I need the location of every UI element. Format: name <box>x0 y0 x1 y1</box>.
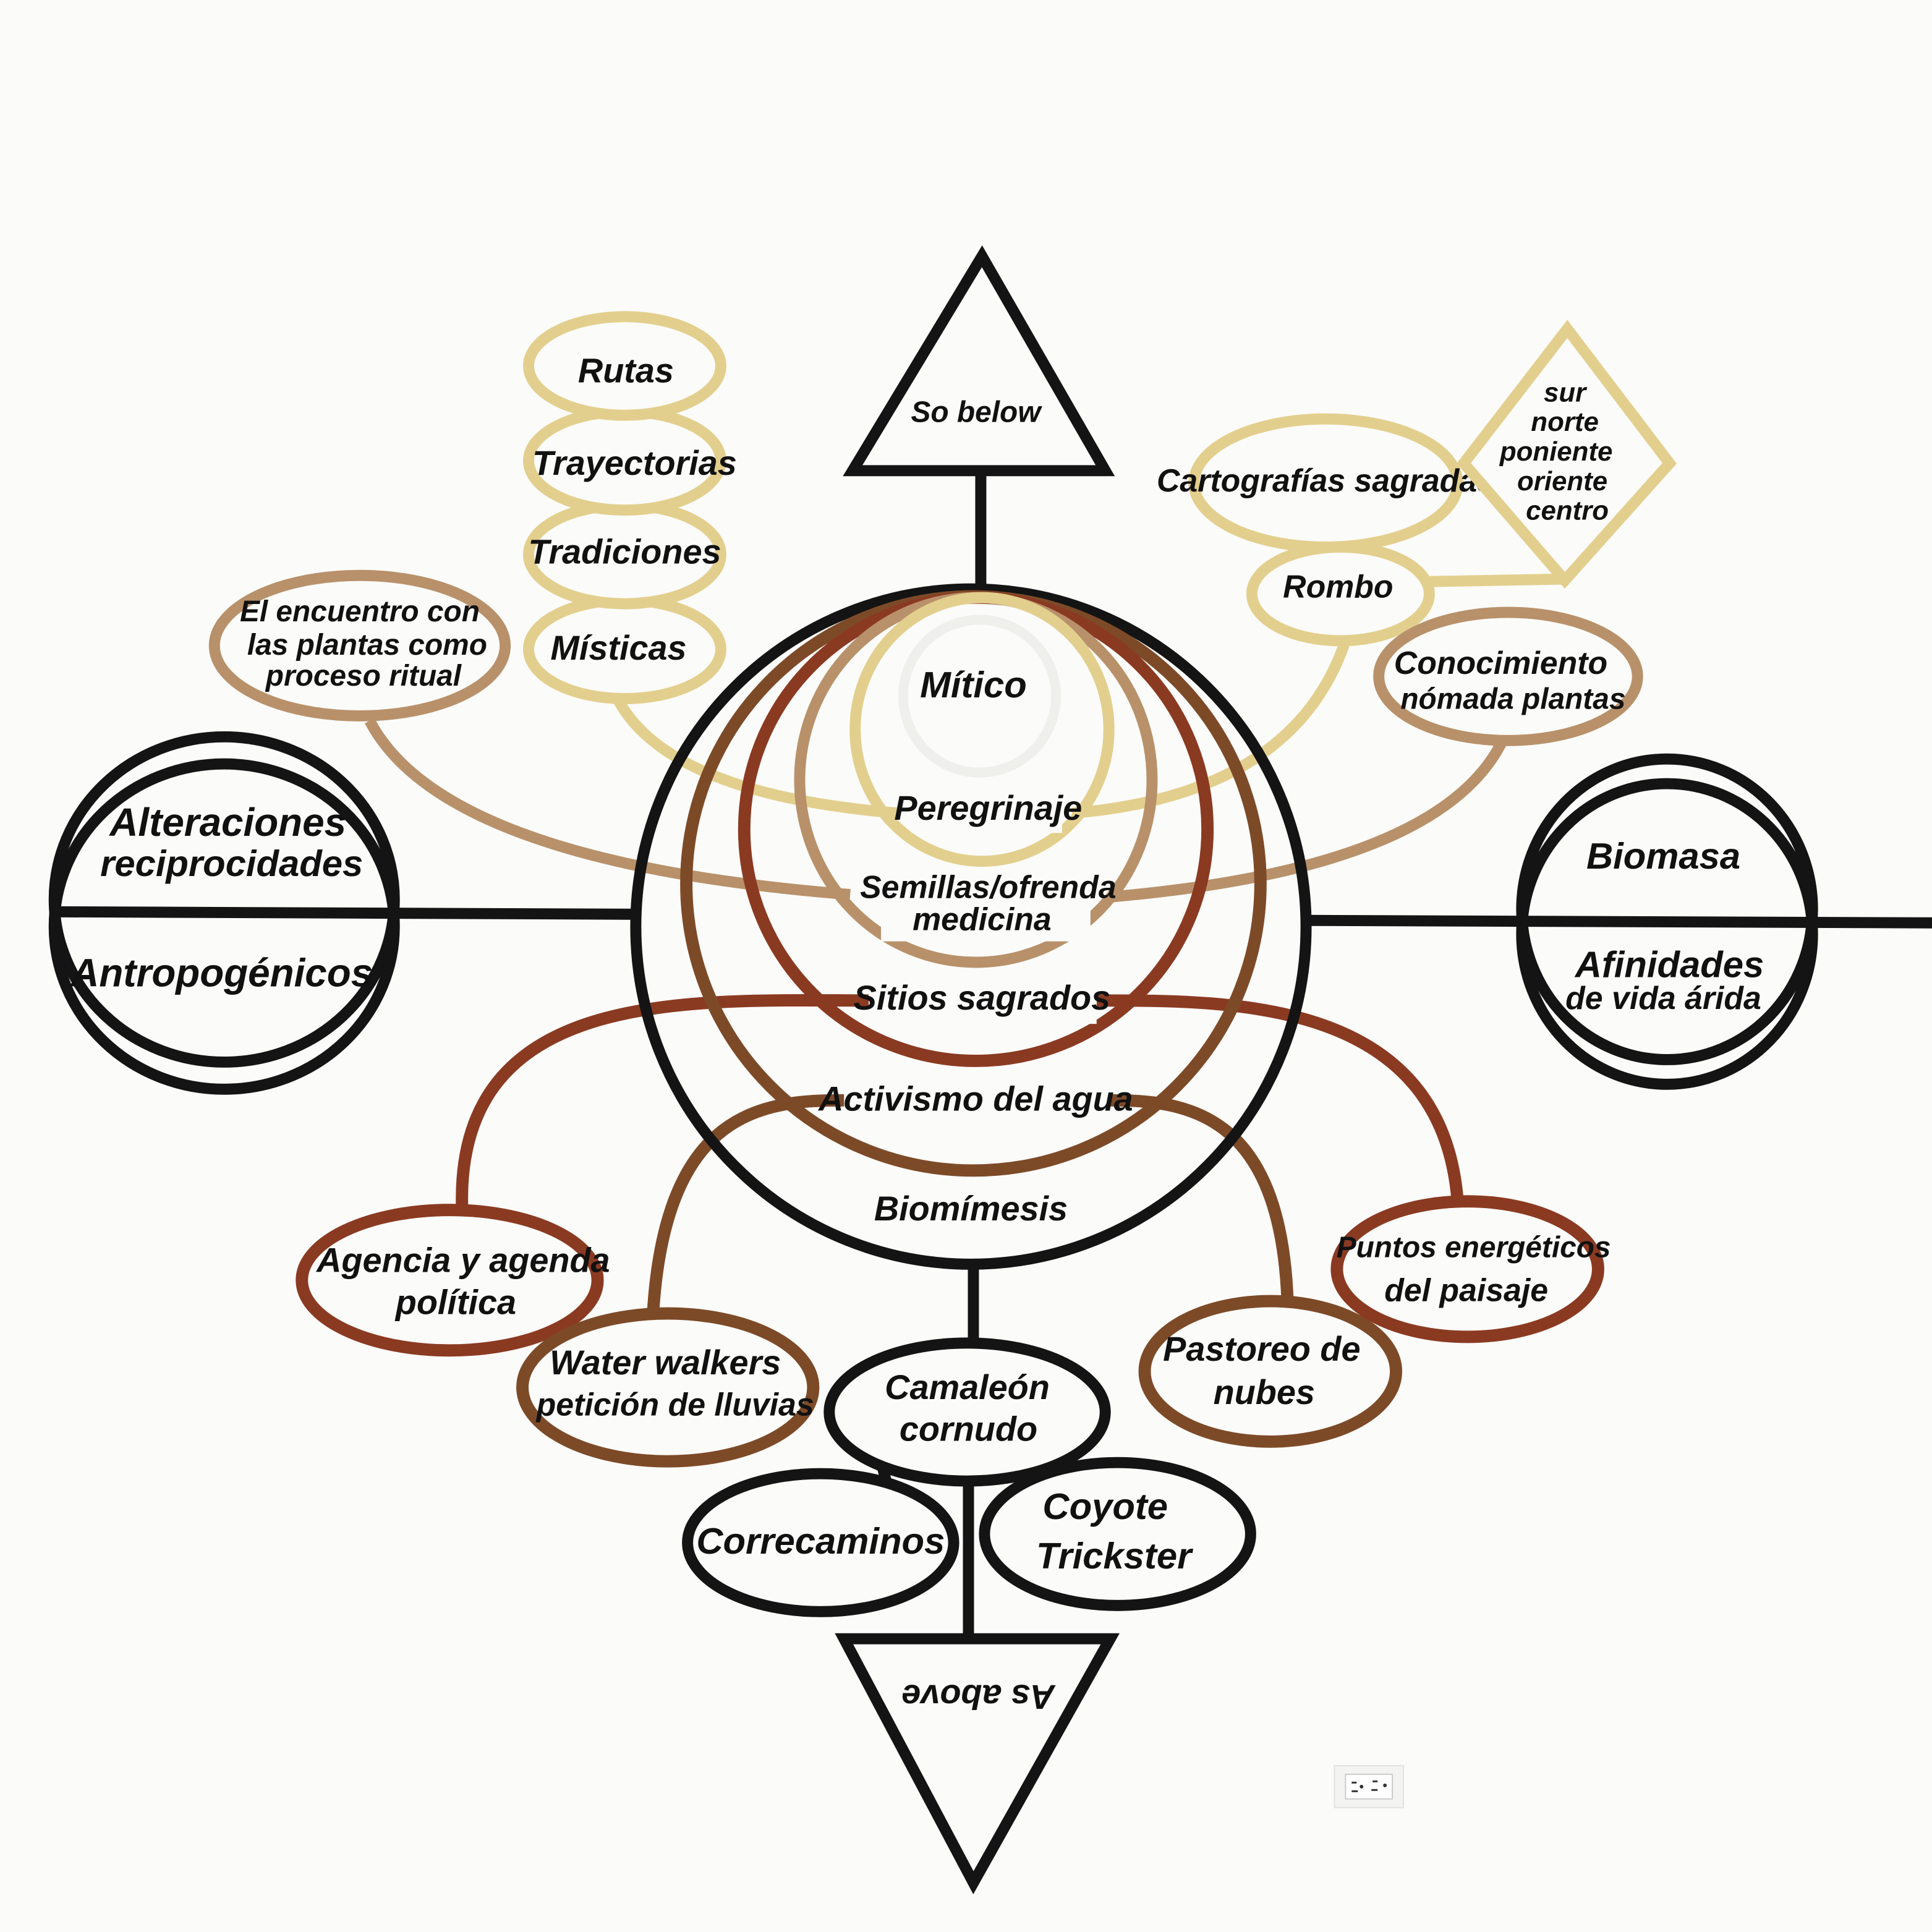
label-centro: centro <box>1526 496 1609 526</box>
node-cartografias: Cartografías sagradas <box>1157 413 1495 553</box>
label-agencia-2: política <box>394 1282 516 1321</box>
label-semillas: Semillas/ofrenda <box>860 869 1117 905</box>
node-conocimiento: Conocimiento nómada plantas <box>1373 606 1643 746</box>
label-agencia-1: Agencia y agenda <box>315 1241 610 1280</box>
label-puntos-2: del paisaje <box>1384 1272 1548 1308</box>
label-encuentro-3: proceso ritual <box>265 660 462 692</box>
link-encuentro <box>364 718 851 900</box>
label-conocimiento-2: nómada plantas <box>1400 683 1625 716</box>
node-water-walkers: Water walkers petición de lluvias <box>516 1307 820 1468</box>
link-pastoreo <box>1109 1094 1294 1304</box>
link-agencia <box>456 994 869 1208</box>
label-rombo: Rombo <box>1283 568 1393 604</box>
right-axis <box>1306 914 1932 929</box>
node-correcaminos: Correcaminos <box>682 1468 960 1617</box>
label-medicina: medicina <box>913 901 1052 937</box>
label-activismo: Activismo del agua <box>817 1079 1133 1118</box>
label-reciprocidades: reciprocidades <box>100 843 363 884</box>
mitico-ring <box>898 615 1061 778</box>
label-peregrinaje: Peregrinaje <box>894 788 1082 827</box>
label-camaleon-1: Camaleón <box>885 1368 1050 1406</box>
label-pastoreo-2: nubes <box>1214 1372 1315 1411</box>
link-diamond <box>1429 573 1563 587</box>
node-coyote: Coyote Trickster <box>979 1457 1256 1611</box>
label-rutas: Rutas <box>578 351 674 390</box>
label-coyote-2: Trickster <box>1036 1535 1193 1577</box>
node-encuentro: El encuentro con las plantas como proces… <box>208 569 511 721</box>
link-puntos <box>1096 994 1464 1202</box>
label-norte: norte <box>1531 407 1599 437</box>
node-camaleon: Camaleón cornudo <box>823 1337 1111 1487</box>
node-diamond: sur norte poniente oriente centro <box>1457 320 1677 589</box>
label-camaleon-2: cornudo <box>900 1410 1037 1449</box>
link-rombo <box>1071 639 1351 819</box>
top-triangle: So below <box>843 245 1115 477</box>
label-encuentro-2: las plantas como <box>247 629 487 662</box>
peregrinaje-ring <box>849 592 1115 867</box>
central-sphere: Mítico Peregrinaje Semillas/ofrenda medi… <box>630 583 1312 1270</box>
label-water-walkers-2: petición de lluvias <box>535 1387 814 1423</box>
link-water-walkers <box>647 1094 845 1314</box>
label-biomimesis: Biomímesis <box>874 1189 1068 1228</box>
label-alteraciones: Alteraciones <box>108 800 346 845</box>
wall-outlet-icon <box>1334 1764 1405 1808</box>
label-sitios-sagrados: Sitios sagrados <box>854 978 1111 1017</box>
label-so-below: So below <box>911 396 1042 428</box>
label-coyote-1: Coyote <box>1042 1486 1168 1527</box>
left-circle: Alteraciones reciprocidades Antropogénic… <box>48 731 400 1095</box>
label-correcaminos: Correcaminos <box>696 1520 945 1562</box>
outer-circle <box>630 583 1312 1270</box>
label-misticas: Místicas <box>550 628 686 667</box>
label-water-walkers-1: Water walkers <box>550 1343 781 1382</box>
label-as-above: As above <box>901 1678 1056 1717</box>
label-antropogenicos: Antropogénicos <box>69 950 373 995</box>
bottom-triangle: As above <box>835 1633 1120 1895</box>
node-pastoreo: Pastoreo de nubes <box>1138 1295 1403 1448</box>
label-puntos-1: Puntos energéticos <box>1337 1232 1611 1264</box>
label-conocimiento-1: Conocimiento <box>1394 645 1607 681</box>
node-puntos: Puntos energéticos del paisaje <box>1330 1195 1611 1343</box>
label-poniente: poniente <box>1499 436 1613 467</box>
node-rombo: Rombo <box>1246 541 1435 647</box>
label-encuentro-1: El encuentro con <box>240 595 480 628</box>
left-axis <box>55 906 636 920</box>
label-trayectorias: Trayectorias <box>532 443 737 482</box>
node-agencia: Agencia y agenda política <box>296 1204 610 1357</box>
label-tradiciones: Tradiciones <box>528 532 721 571</box>
label-biomasa: Biomasa <box>1586 835 1740 877</box>
label-afinidades: Afinidades <box>1574 943 1764 985</box>
stack-ovals: Rutas Trayectorias Tradiciones Místicas <box>523 311 737 704</box>
right-circle: Biomasa Afinidades de vida árida <box>1516 753 1818 1090</box>
label-oriente: oriente <box>1517 466 1607 496</box>
label-sur: sur <box>1544 377 1588 407</box>
label-mitico: Mítico <box>920 664 1027 705</box>
label-vida-arida: de vida árida <box>1565 980 1761 1016</box>
label-pastoreo-1: Pastoreo de <box>1163 1329 1360 1368</box>
label-cartografias: Cartografías sagradas <box>1157 462 1495 498</box>
